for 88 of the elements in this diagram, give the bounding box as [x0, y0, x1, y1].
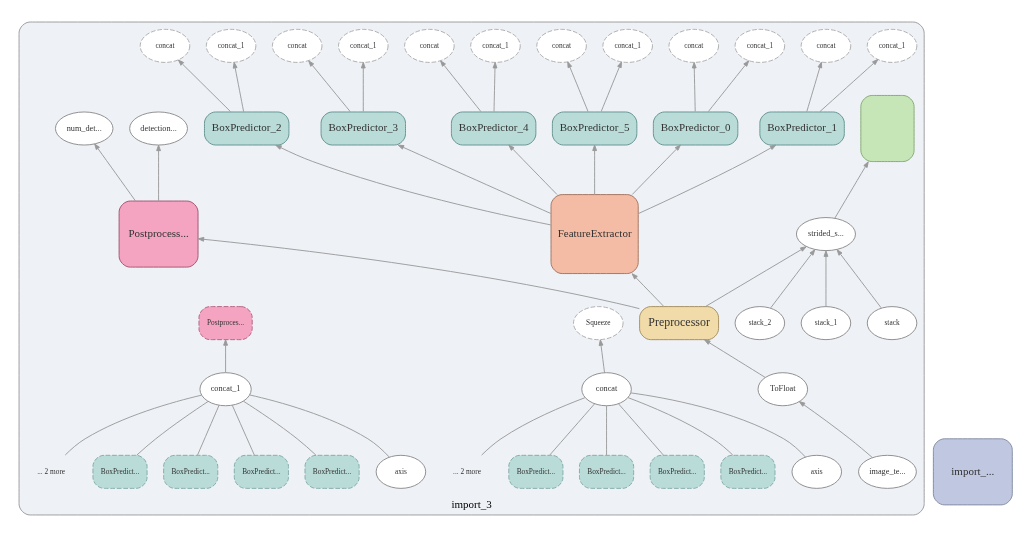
arrow	[704, 339, 766, 378]
connector	[197, 404, 220, 456]
arrow	[823, 250, 829, 307]
node-box: BoxPredict...	[649, 454, 705, 489]
arrow	[440, 60, 482, 113]
node-ellipse: concat	[668, 28, 719, 63]
node-ellipse: concat	[800, 28, 852, 63]
node-ellipse: concat_1	[602, 28, 653, 63]
arrow	[600, 61, 622, 113]
arrow	[707, 60, 750, 113]
node-ellipse: concat_1	[205, 28, 257, 63]
arrow	[705, 246, 807, 307]
node-ellipse: detection...	[129, 111, 188, 146]
node-ellipse: concat_1	[734, 28, 786, 63]
node-ellipse: concat_1	[199, 372, 252, 407]
node-box	[860, 95, 915, 162]
arrow	[94, 143, 136, 202]
node-box: BoxPredict...	[508, 454, 564, 489]
connector	[630, 392, 806, 458]
node-ellipse: stack_2	[734, 306, 786, 341]
arrow	[360, 62, 366, 113]
arrow	[598, 339, 605, 374]
node-box: BoxPredictor_4	[450, 111, 537, 146]
node-box: BoxPredictor_5	[551, 111, 638, 146]
arrow	[508, 144, 558, 195]
node-box: BoxPredict...	[233, 454, 289, 489]
node-ellipse: num_det...	[54, 111, 114, 146]
arrow	[806, 61, 823, 113]
arrow	[156, 144, 161, 202]
arrow	[492, 62, 498, 113]
node-box: BoxPredict...	[163, 454, 219, 489]
node-box: Postproces...	[198, 306, 253, 341]
arrow	[691, 62, 697, 113]
node-ellipse: image_te...	[858, 454, 917, 489]
connector	[243, 400, 317, 456]
node-box: BoxPredict...	[579, 454, 635, 489]
arrow	[631, 144, 681, 195]
arrow	[397, 144, 552, 214]
arrow	[177, 59, 231, 113]
node-box: BoxPredictor_2	[204, 111, 290, 146]
connector	[136, 400, 209, 456]
node-text: ... 2 more	[453, 466, 481, 476]
node-ellipse: concat_1	[338, 28, 389, 63]
node-box: BoxPredictor_1	[759, 111, 845, 146]
node-ellipse: concat_1	[470, 28, 521, 63]
arrow	[197, 236, 640, 310]
arrow	[223, 339, 228, 373]
arrow	[834, 161, 869, 219]
node-ellipse: axis	[791, 454, 842, 489]
node-ellipse: concat	[581, 372, 632, 407]
arrow	[308, 60, 351, 113]
connector	[549, 403, 595, 456]
connector	[606, 405, 607, 456]
node-box: FeatureExtractor	[550, 194, 639, 274]
arrow	[567, 61, 589, 113]
node-text: ... 2 more	[37, 466, 66, 476]
arrow	[631, 273, 665, 307]
node-ellipse: Squeeze	[573, 306, 624, 341]
connector	[481, 397, 586, 456]
node-box: Preprocessor	[639, 306, 719, 341]
arrow	[638, 144, 777, 214]
arrow	[232, 62, 245, 113]
arrow	[770, 249, 816, 309]
arrow	[819, 59, 879, 113]
arrow	[592, 144, 597, 195]
node-ellipse: stack_1	[800, 306, 852, 341]
node-ellipse: concat_1	[866, 28, 918, 63]
arrow	[836, 249, 882, 309]
connector	[231, 404, 255, 456]
connector	[618, 403, 664, 456]
node-ellipse: concat	[404, 28, 455, 63]
node-ellipse: concat	[271, 28, 323, 63]
node-ellipse: stack	[866, 306, 918, 341]
node-box: import_...	[932, 438, 1013, 506]
node-box: BoxPredict...	[720, 454, 776, 489]
node-ellipse: axis	[375, 454, 427, 489]
node-box: BoxPredict...	[92, 454, 148, 489]
node-box: BoxPredictor_3	[320, 111, 406, 146]
connector	[64, 394, 203, 456]
connector	[249, 394, 390, 458]
node-box: BoxPredictor_0	[652, 111, 739, 146]
node-box: BoxPredict...	[304, 454, 360, 489]
node-ellipse: concat	[536, 28, 587, 63]
node-ellipse: concat	[139, 28, 191, 63]
arrow	[275, 144, 552, 226]
connector	[627, 397, 734, 456]
arrow	[798, 401, 873, 458]
node-box: Postprocess...	[118, 200, 199, 268]
